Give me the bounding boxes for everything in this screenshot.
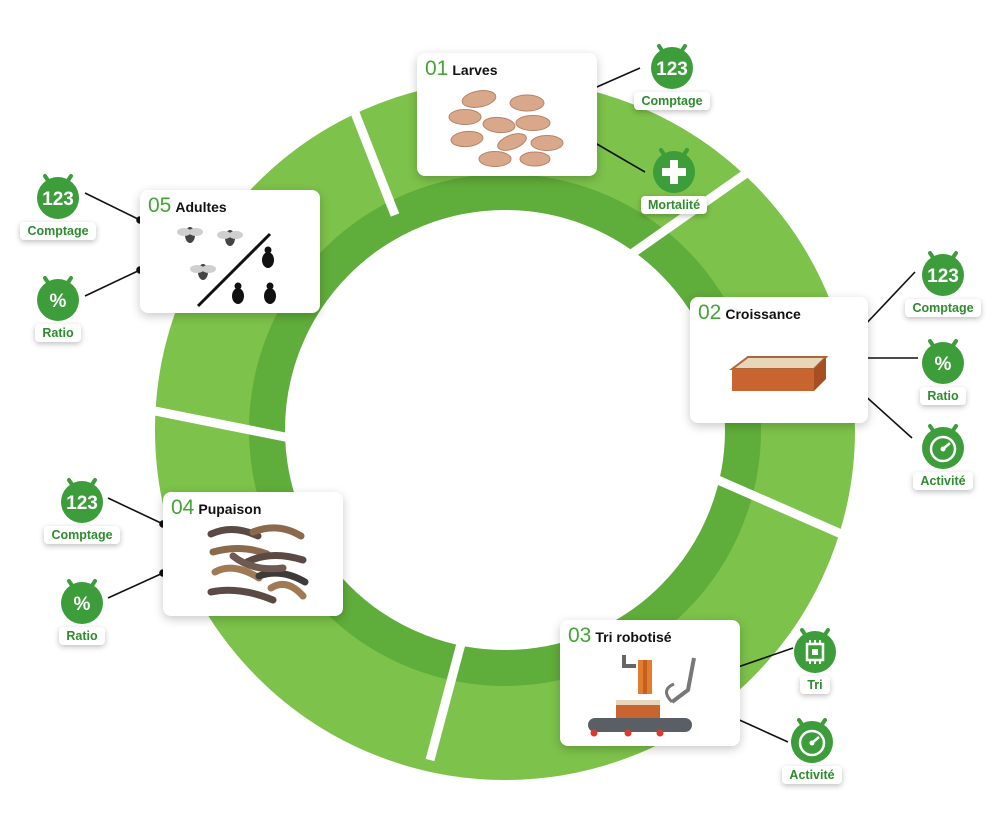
badge-label: Activité bbox=[913, 472, 973, 490]
badge-pupaison-ratio: % Ratio bbox=[32, 573, 132, 645]
svg-text:%: % bbox=[50, 291, 67, 312]
robotic-sorting-illustration bbox=[588, 655, 696, 737]
badge-pupaison-comptage: 123 Comptage bbox=[32, 472, 132, 544]
badge-label: Ratio bbox=[920, 387, 966, 405]
badge-croissance-comptage: 123 Comptage bbox=[893, 245, 993, 317]
badge-larves-comptage: 123 Comptage bbox=[622, 38, 722, 110]
badge-adultes-comptage: 123 Comptage bbox=[8, 168, 108, 240]
growth-tray-illustration bbox=[729, 356, 829, 391]
stage-name: Adultes bbox=[175, 199, 227, 215]
stage-name: Tri robotisé bbox=[595, 629, 672, 645]
svg-text:%: % bbox=[74, 594, 91, 615]
fly-icons bbox=[177, 227, 243, 280]
stage-number: 03 bbox=[568, 624, 592, 647]
badge-croissance-ratio: % Ratio bbox=[893, 333, 993, 405]
beetle-icons bbox=[232, 246, 276, 304]
svg-text:123: 123 bbox=[66, 493, 98, 514]
stage-name: Pupaison bbox=[198, 501, 262, 517]
svg-text:123: 123 bbox=[927, 266, 959, 287]
badge-label: Ratio bbox=[59, 627, 105, 645]
larvae-illustration bbox=[448, 90, 564, 167]
counter-123-icon: 123 bbox=[61, 478, 103, 523]
badge-label: Comptage bbox=[634, 92, 710, 110]
badge-adultes-ratio: % Ratio bbox=[8, 270, 108, 342]
badge-label: Comptage bbox=[44, 526, 120, 544]
svg-text:123: 123 bbox=[656, 59, 688, 80]
chip-icon bbox=[794, 628, 836, 673]
stage-number: 05 bbox=[148, 194, 172, 217]
badge-label: Comptage bbox=[905, 299, 981, 317]
percent-icon: % bbox=[37, 276, 79, 321]
badge-croissance-activite: Activité bbox=[893, 418, 993, 490]
counter-123-icon: 123 bbox=[651, 44, 693, 89]
badge-label: Mortalité bbox=[640, 196, 708, 214]
counter-123-icon: 123 bbox=[37, 174, 79, 219]
percent-icon: % bbox=[61, 579, 103, 624]
percent-icon: % bbox=[922, 339, 964, 384]
stage-name: Larves bbox=[452, 62, 498, 78]
counter-123-icon: 123 bbox=[922, 251, 964, 296]
stage-number: 04 bbox=[171, 496, 195, 519]
svg-text:%: % bbox=[935, 354, 952, 375]
badge-label: Tri bbox=[800, 676, 830, 694]
medical-cross-icon bbox=[653, 148, 695, 193]
badge-larves-mortalite: Mortalité bbox=[624, 142, 724, 214]
svg-text:123: 123 bbox=[42, 189, 74, 210]
badge-label: Ratio bbox=[35, 324, 81, 342]
badge-label: Activité bbox=[782, 766, 842, 784]
adults-illustration bbox=[177, 227, 276, 308]
gauge-icon bbox=[791, 718, 833, 763]
badge-label: Comptage bbox=[20, 222, 96, 240]
badge-tri-robotise-tri: Tri bbox=[765, 622, 865, 694]
stage-number: 01 bbox=[425, 57, 449, 80]
pupae-illustration bbox=[207, 524, 309, 604]
badge-tri-robotise-activite: Activité bbox=[762, 712, 862, 784]
gauge-icon bbox=[922, 424, 964, 469]
stage-name: Croissance bbox=[725, 306, 801, 322]
stage-number: 02 bbox=[698, 301, 722, 324]
